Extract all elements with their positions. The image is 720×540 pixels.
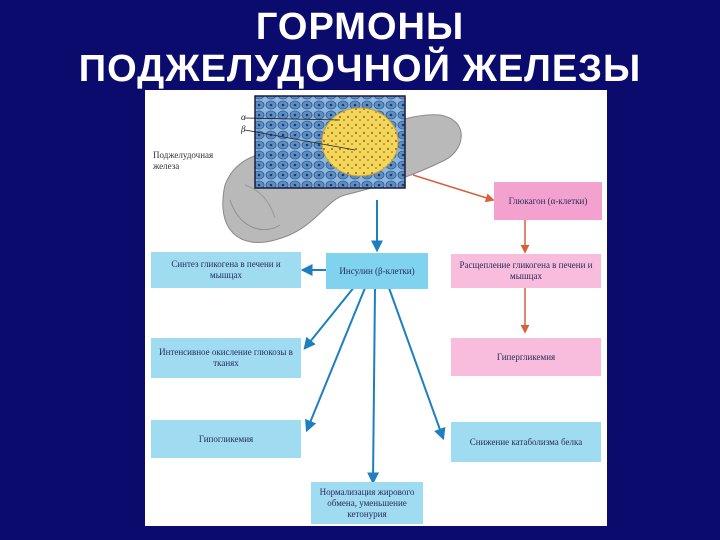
effect-glycogen-synthesis: Синтез гликогена в печени и мышцах bbox=[151, 252, 301, 288]
diagram-graphics bbox=[222, 95, 530, 485]
effect-glucose-oxidation: Интенсивное окисление глюкозы в тканях bbox=[151, 338, 301, 378]
effect-protein-catabolism: Снижение катаболизма белка bbox=[451, 422, 601, 462]
effect-hypoglycemia: Гипогликемия bbox=[151, 420, 301, 458]
glucagon-arrows bbox=[412, 174, 530, 334]
beta-cell-label: β bbox=[241, 124, 246, 134]
tissue-inset bbox=[244, 95, 406, 189]
insulin-box: Инсулин (β-клетки) bbox=[326, 253, 428, 289]
glucagon-box: Глюкагон (α-клетки) bbox=[494, 182, 602, 220]
slide-title-line-2: ПОДЖЕЛУДОЧНОЙ ЖЕЛЕЗЫ bbox=[78, 48, 642, 90]
effect-fat-metabolism: Нормализация жирового обмена, уменьшение… bbox=[311, 482, 423, 524]
pancreas-label: Поджелудочная железа bbox=[153, 150, 214, 171]
effect-hyperglycemia: Гипергликемия bbox=[451, 338, 601, 376]
alpha-cell-label: α bbox=[241, 112, 246, 122]
slide-title-line-1: ГОРМОНЫ bbox=[255, 6, 465, 48]
effect-glycogen-breakdown: Расщепление гликогена в печени и мышцах bbox=[451, 254, 601, 288]
diagram-panel: Поджелудочная железа α β Инсулин (β-клет… bbox=[145, 90, 607, 526]
insulin-arrows bbox=[300, 200, 446, 485]
